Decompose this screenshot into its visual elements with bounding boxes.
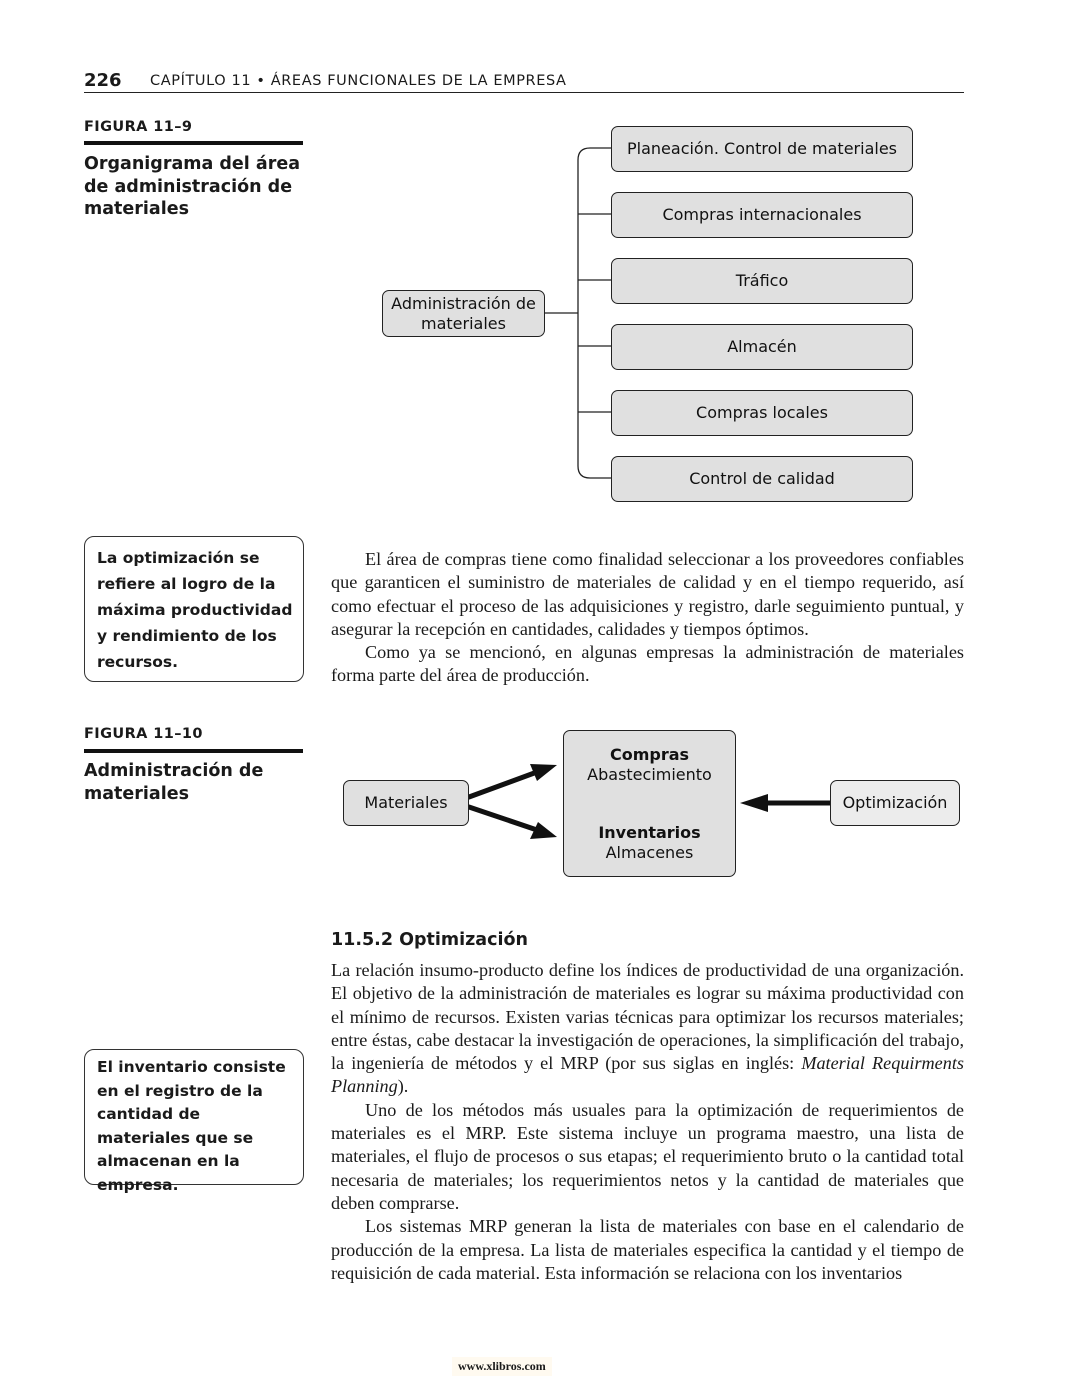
side-note-inventory: El inventario consiste en el registro de… <box>84 1049 304 1194</box>
figure-9-label: FIGURA 11–9 <box>84 119 193 135</box>
org-chart-connectors <box>544 147 611 479</box>
supply-label: Abastecimiento <box>587 765 712 784</box>
org-child-node: Compras locales <box>611 390 913 436</box>
warehouses-label: Almacenes <box>605 843 694 862</box>
figure-9-title: Organigrama del área de administración d… <box>84 154 301 219</box>
figure-10-title: Administración de materiales <box>84 761 264 804</box>
running-head: CAPÍTULO 11 • ÁREAS FUNCIONALES DE LA EM… <box>150 73 567 89</box>
org-child-node: Compras internacionales <box>611 192 913 238</box>
org-chart: Administración de materiales Planeación.… <box>0 0 1080 520</box>
materials-node: Materiales <box>343 780 469 826</box>
side-note-optimization: La optimización se refiere al logro de l… <box>84 536 304 682</box>
figure-9-rule <box>84 141 303 145</box>
purchasing-label: Compras <box>609 745 690 764</box>
figure-10-rule <box>84 749 303 753</box>
paragraph: Uno de los métodos más usuales para la o… <box>331 1099 964 1213</box>
inventory-label: Inventarios <box>598 823 701 842</box>
paragraph: Los sistemas MRP generan la lista de mat… <box>331 1216 964 1283</box>
org-root-node: Administración de materiales <box>382 290 545 337</box>
page-header: 226 CAPÍTULO 11 • ÁREAS FUNCIONALES DE L… <box>84 70 964 93</box>
purchasing-inventory-node: Compras Abastecimiento Inventarios Almac… <box>563 730 736 877</box>
section-heading: 11.5.2 Optimización <box>331 930 528 950</box>
arrow-head-up <box>530 764 557 781</box>
figure-10-label: FIGURA 11–10 <box>84 726 203 742</box>
org-child-node: Planeación. Control de materiales <box>611 126 913 172</box>
paragraph: Como ya se mencionó, en algunas empresas… <box>331 642 964 686</box>
materials-flow-diagram: Materiales Compras Abastecimiento Invent… <box>0 700 1080 900</box>
purchasing-block: Compras Abastecimiento <box>587 745 712 785</box>
paragraph: La relación insumo-producto define los í… <box>331 960 964 1097</box>
footer-url: www.xlibros.com <box>452 1357 552 1376</box>
body-text-optimization: La relación insumo-producto define los í… <box>331 959 964 1285</box>
body-text-compras: El área de compras tiene como finalidad … <box>331 548 964 688</box>
italic-term: Material Requirments Planning <box>331 1053 964 1097</box>
org-child-node: Tráfico <box>611 258 913 304</box>
page-number: 226 <box>84 70 122 91</box>
org-child-node: Almacén <box>611 324 913 370</box>
inventory-block: Inventarios Almacenes <box>598 823 700 863</box>
arrow-head-down <box>530 822 557 839</box>
optimization-node: Optimización <box>830 780 960 826</box>
org-child-node: Control de calidad <box>611 456 913 502</box>
paragraph: El área de compras tiene como finalidad … <box>331 549 964 639</box>
flow-arrows <box>466 764 833 839</box>
arrow-head-left <box>740 794 768 812</box>
